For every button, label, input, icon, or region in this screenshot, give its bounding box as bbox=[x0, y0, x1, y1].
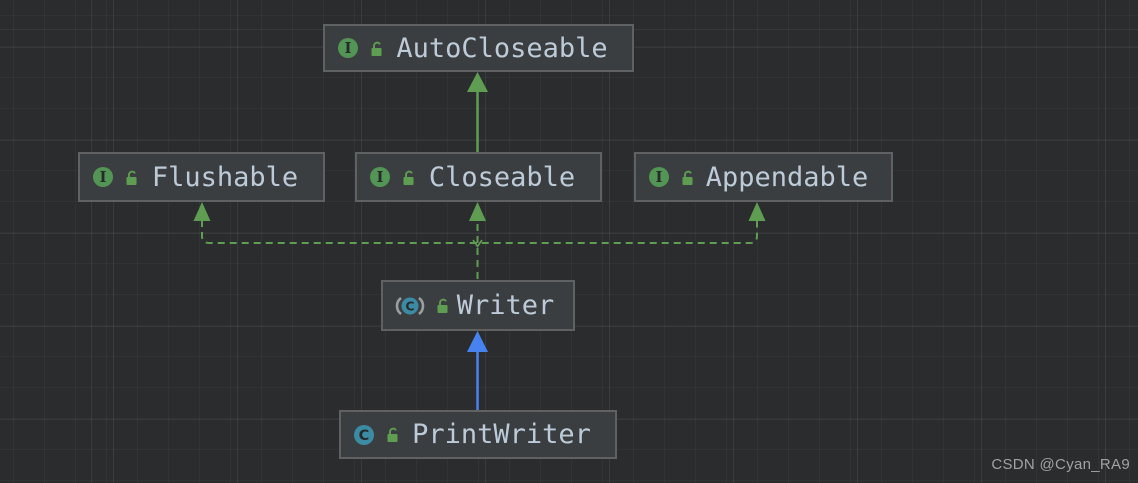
svg-text:I: I bbox=[655, 168, 662, 186]
implements-bus-line bbox=[201, 220, 758, 244]
arrowhead-flushable bbox=[193, 202, 211, 221]
edge-printwriter-extends-writer bbox=[467, 331, 488, 410]
node-autocloseable[interactable]: I AutoCloseable bbox=[323, 24, 634, 72]
node-writer[interactable]: C Writer bbox=[381, 280, 575, 331]
arrowhead-writer bbox=[467, 331, 488, 352]
svg-text:C: C bbox=[405, 298, 414, 313]
arrowhead-closeable bbox=[469, 202, 486, 221]
unlocked-padlock-icon bbox=[126, 170, 137, 185]
node-flushable[interactable]: I Flushable bbox=[78, 152, 325, 202]
unlocked-padlock-icon bbox=[387, 427, 398, 442]
svg-text:I: I bbox=[376, 168, 383, 186]
abstract-class-icon: C bbox=[395, 296, 425, 315]
edge-closeable-extends-autocloseable bbox=[467, 72, 488, 152]
unlocked-padlock-icon bbox=[371, 41, 382, 56]
watermark: CSDN @Cyan_RA9 bbox=[991, 456, 1130, 473]
implements-junction-mark bbox=[472, 239, 483, 248]
node-label: PrintWriter bbox=[412, 419, 591, 450]
svg-text:I: I bbox=[344, 39, 351, 57]
node-label: Closeable bbox=[428, 161, 576, 193]
svg-text:C: C bbox=[359, 428, 370, 444]
arrowhead-autocloseable bbox=[467, 72, 488, 92]
interface-icon: I bbox=[370, 167, 390, 187]
unlocked-padlock-icon bbox=[437, 298, 448, 313]
unlocked-padlock-icon bbox=[403, 170, 414, 185]
node-label: Writer bbox=[456, 290, 555, 321]
interface-icon: I bbox=[93, 167, 113, 187]
node-printwriter[interactable]: C PrintWriter bbox=[339, 410, 617, 459]
edge-writer-implements-interfaces bbox=[201, 220, 758, 279]
unlocked-padlock-icon bbox=[682, 170, 693, 185]
node-label: AutoCloseable bbox=[396, 32, 608, 64]
node-appendable[interactable]: I Appendable bbox=[634, 152, 893, 202]
arrowhead-appendable bbox=[748, 202, 766, 221]
node-label: Appendable bbox=[705, 161, 869, 193]
node-label: Flushable bbox=[151, 161, 299, 193]
svg-text:I: I bbox=[99, 168, 106, 186]
interface-icon: I bbox=[338, 38, 358, 58]
node-closeable[interactable]: I Closeable bbox=[355, 152, 602, 202]
interface-icon: I bbox=[649, 167, 669, 187]
class-icon: C bbox=[354, 424, 374, 445]
